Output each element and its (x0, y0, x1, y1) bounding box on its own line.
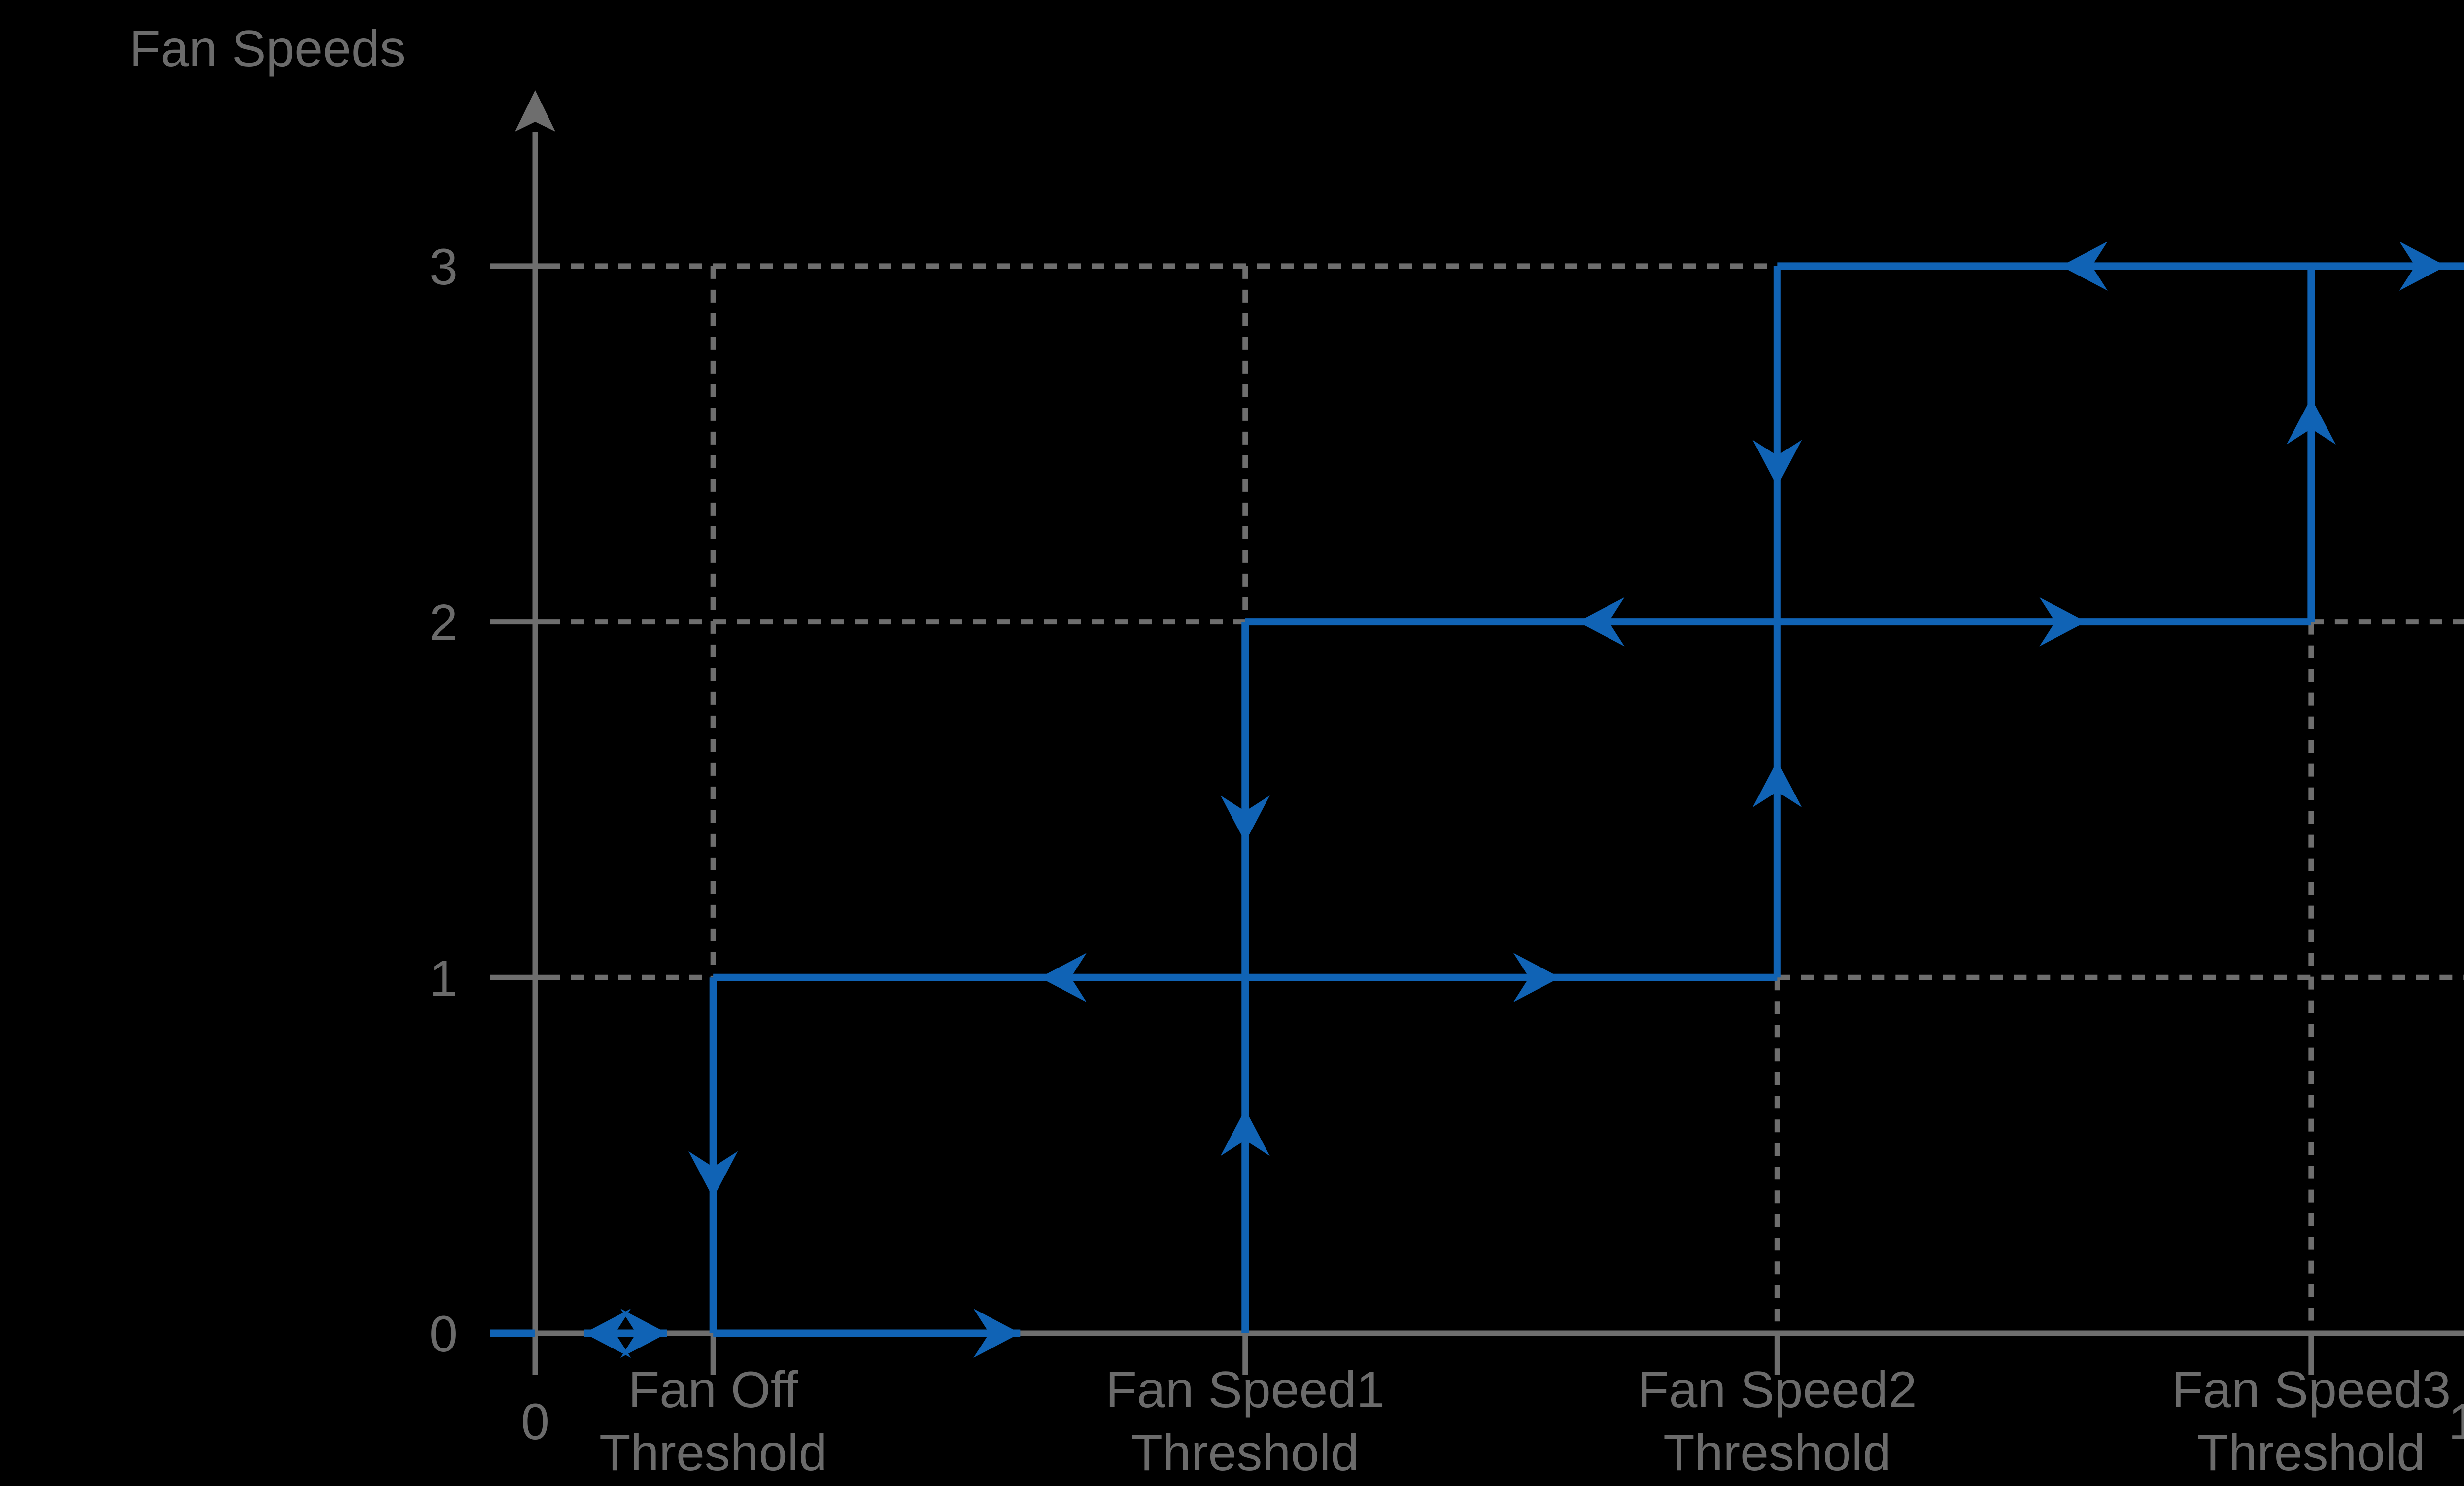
arrow-right-icon (2039, 597, 2087, 647)
axes (490, 90, 2464, 1375)
x-tick-label-fan-off: Fan Off (628, 1361, 799, 1418)
arrow-down-icon (1752, 440, 1802, 487)
arrow-right-icon (620, 1309, 667, 1358)
dashed-gridlines (548, 263, 2464, 1333)
arrow-left-icon (584, 1309, 631, 1358)
arrow-down-icon (1220, 795, 1270, 843)
arrow-left-icon (1040, 953, 1087, 1002)
arrow-right-icon (2399, 241, 2446, 291)
direction-arrows (584, 241, 2446, 1358)
y-tick-label-3: 3 (429, 239, 458, 296)
x-tick-label-fan-speed3: Fan Speed3 (2172, 1361, 2451, 1418)
x-tick-label-100: 100 (2448, 1393, 2464, 1451)
hysteresis-path (490, 262, 2464, 1337)
arrow-up-icon (1752, 760, 1802, 808)
x-tick-label-fan-speed2: Fan Speed2 (1638, 1361, 1917, 1418)
x-tick-label-fan-speed3-line2: Threshold (2197, 1424, 2425, 1482)
chart-title: Fan Speeds (129, 20, 406, 77)
y-tick-label-2: 2 (429, 594, 458, 652)
arrow-left-icon (2060, 241, 2108, 291)
arrow-up-icon (515, 90, 555, 132)
x-tick-label-0: 0 (521, 1393, 549, 1451)
y-tick-label-0: 0 (429, 1306, 458, 1363)
x-tick-label-fan-off-line2: Threshold (599, 1424, 827, 1482)
arrow-up-icon (2286, 397, 2336, 445)
arrow-up-icon (1220, 1109, 1270, 1156)
arrow-right-icon (973, 1309, 1021, 1358)
arrow-down-icon (688, 1151, 738, 1198)
y-tick-label-1: 1 (429, 950, 458, 1007)
x-tick-label-fan-speed2-line2: Threshold (1663, 1424, 1891, 1482)
arrow-left-icon (1577, 597, 1625, 647)
x-tick-label-fan-speed1-line2: Threshold (1131, 1424, 1359, 1482)
x-tick-label-fan-speed1: Fan Speed1 (1105, 1361, 1385, 1418)
arrow-right-icon (1513, 953, 1560, 1002)
